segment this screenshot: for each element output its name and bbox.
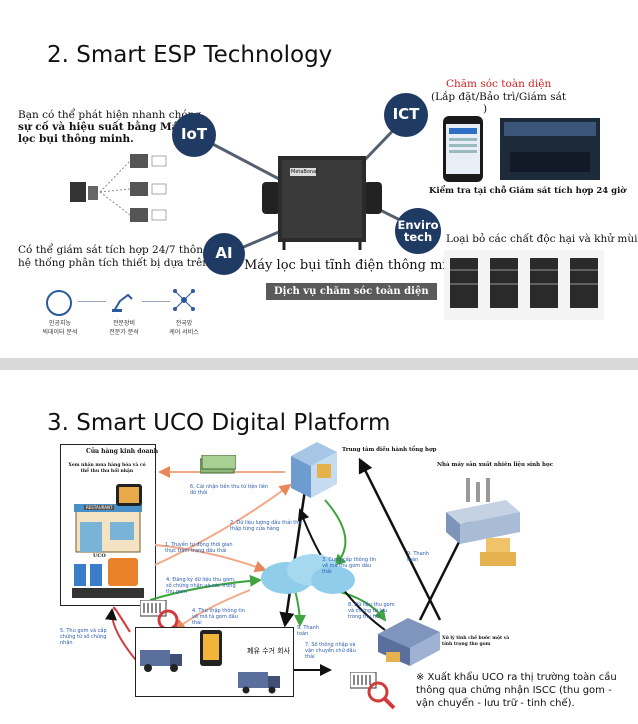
flow-label: 5. Thu gom và cấp chứng từ số chứng nhận: [60, 628, 107, 646]
globe-icon: [46, 290, 72, 316]
control-room-image: [500, 118, 600, 180]
removal-text: Loại bỏ các chất độc hại và khử mùi: [446, 233, 638, 245]
device-brand: MetaBonat: [291, 169, 319, 175]
ict-bubble: ICT: [384, 93, 428, 137]
divider: [142, 301, 170, 302]
mobile-device-icon: [200, 630, 222, 666]
restaurant-title: Cửa hàng kinh doanh: [86, 448, 159, 455]
restaurant-sign: RESTAURANT: [84, 505, 115, 510]
cloud-icon: [261, 554, 355, 594]
monitor-text-line1: Có thể giám sát tích hợp 24/7 thông qua: [18, 244, 233, 256]
device-caption: Máy lọc bụi tĩnh điện thông minh: [244, 258, 464, 273]
uco-containers-image: [72, 558, 144, 598]
phone-image: [443, 116, 483, 182]
iot-bubble: IoT: [172, 113, 216, 157]
slide-title: 2. Smart ESP Technology: [47, 42, 333, 68]
detect-text-line3: lọc bụi thông minh.: [18, 133, 134, 145]
operation-center-building: [291, 442, 337, 498]
barcode-scan-icon: [350, 672, 396, 710]
flow-label: 8. Dữ liệu thu gom và chứng từ lưu trong…: [348, 602, 395, 620]
flow-label: 3. Cung cấp thông tin về mã thu gom dầu …: [322, 557, 377, 575]
care-subtitle-end: ): [483, 103, 488, 115]
filter-plates-image: [444, 250, 604, 320]
ai-bubble: AI: [203, 233, 245, 275]
detect-text-line1: Bạn có thể phát hiện nhanh chóng: [18, 109, 202, 121]
flow-label: 7. Số thông nhập và vận chuyển chứ dầu t…: [305, 642, 356, 660]
money-icon: [200, 455, 236, 474]
flow-label: 4. Thu thập thông tin về mô tả gom dầu t…: [192, 608, 245, 626]
restaurant-box: [60, 444, 156, 606]
care-title: Chăm sóc toàn diện: [446, 78, 552, 90]
icon-label-network: 전국망 케어 서비스: [169, 320, 199, 336]
biofuel-barrels-image: [480, 538, 516, 566]
slide-separator: [0, 358, 638, 370]
detect-text-line2: sự cố và hiệu suất bằng Máy: [18, 121, 185, 133]
warehouse-image: [378, 618, 440, 666]
enviro-tech-bubble: Enviro tech: [395, 208, 441, 254]
slide-uco-platform: 3. Smart UCO Digital Platform Cửa hàng k…: [0, 370, 638, 724]
divider: [78, 301, 106, 302]
monitor-caption: Giám sát tích hợp 24 giờ: [509, 186, 626, 196]
iscc-note: ※ Xuất khẩu UCO ra thị trường toàn cầu t…: [416, 672, 617, 709]
flow-label: 9. Thanh toán: [297, 625, 319, 637]
robot-arm-icon: [112, 293, 133, 312]
uco-label: UCO: [93, 553, 106, 559]
network-icon: [173, 289, 195, 311]
esp-device-image: [262, 156, 382, 250]
phone-caption: Kiểm tra tại chỗ: [429, 186, 507, 196]
flow-label: 1. Truyền tự động thời gian thực trình t…: [165, 542, 233, 554]
restaurant-subtitle: Xem nhân mua hàng hóa và có thể thu thu …: [68, 463, 146, 474]
flow-label: 2. Dữ liệu lượng dầu thải thu thập từng …: [230, 520, 302, 532]
collector-label: 폐유 수거 회사: [247, 647, 291, 655]
flow-label: 9. Thanh toán: [407, 551, 429, 563]
center-title: Trung tâm điều hành tổng hợp: [342, 447, 437, 453]
care-subtitle: (Lắp đặt/Bảo trì/Giám sát: [431, 91, 567, 103]
monitor-text-line2: hệ thống phân tích thiết bị dựa trên AI.: [18, 257, 228, 269]
factory-title: Nhà máy sản xuất nhiên liệu sinh học: [437, 462, 554, 468]
truck-icon: [140, 650, 182, 672]
icon-label-equipment: 전문장비 전문가 분석: [109, 320, 139, 336]
icon-label-ai: 인공지능 빅데이터 분석: [42, 320, 78, 336]
flow-label: 4. Đăng ký dữ liệu thu gom, số chứng nhậ…: [166, 577, 236, 595]
truck-icon: [238, 672, 280, 694]
slide-title: 3. Smart UCO Digital Platform: [47, 410, 391, 436]
warehouse-label: Xử lý tinh chế bước một và tính trọng th…: [442, 636, 510, 647]
biofuel-factory-image: [446, 478, 520, 544]
iot-network-diagram: [70, 154, 167, 222]
slide-smart-esp: 2. Smart ESP Technology Bạn có thể phát …: [0, 0, 638, 358]
flow-label: 6. Cài nhận tiền thu từ tiện liên đô thô…: [190, 484, 269, 496]
service-label: Dịch vụ chăm sóc toàn diện: [266, 283, 437, 300]
